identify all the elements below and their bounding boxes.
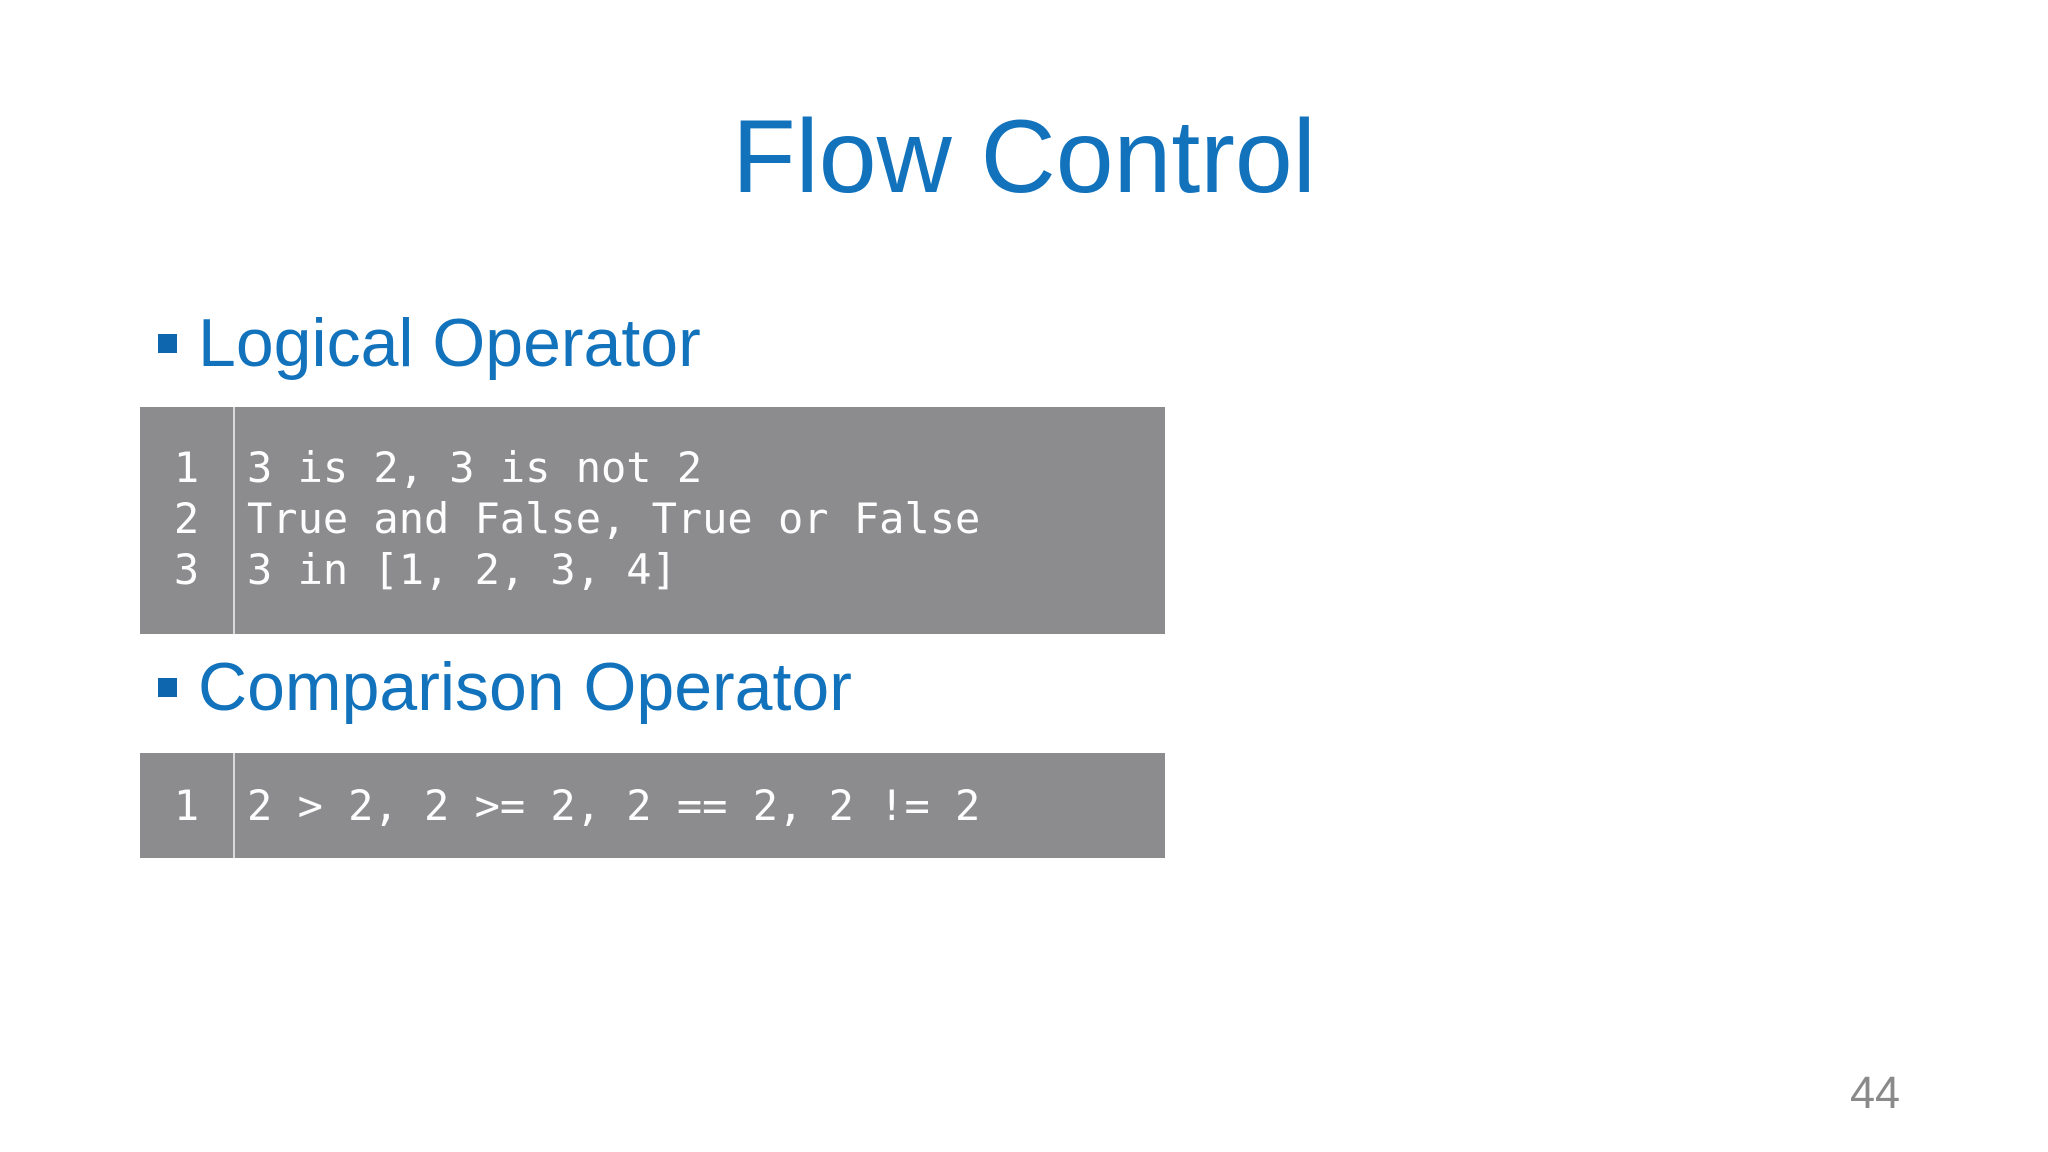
code-text: True and False, True or False (247, 494, 981, 543)
code-line: 1 2 > 2, 2 >= 2, 2 == 2, 2 != 2 (140, 780, 1165, 831)
code-block-comparison-operator: 1 2 > 2, 2 >= 2, 2 == 2, 2 != 2 (140, 753, 1165, 858)
line-number: 3 (173, 545, 200, 594)
code-block-logical-operator: 1 3 is 2, 3 is not 2 2 True and False, T… (140, 407, 1165, 634)
line-number: 1 (173, 781, 200, 830)
code-line: 3 3 in [1, 2, 3, 4] (140, 544, 1165, 595)
code-text: 3 in [1, 2, 3, 4] (247, 545, 677, 594)
square-bullet-icon (158, 333, 177, 353)
bullet-label-logical-operator: Logical Operator (198, 305, 701, 381)
line-number: 1 (173, 443, 200, 492)
code-text: 3 is 2, 3 is not 2 (247, 443, 703, 492)
code-text: 2 > 2, 2 >= 2, 2 == 2, 2 != 2 (247, 781, 981, 830)
bullet-label-comparison-operator: Comparison Operator (198, 649, 852, 725)
square-bullet-icon (158, 677, 177, 697)
code-line: 1 3 is 2, 3 is not 2 (140, 442, 1165, 493)
line-number: 2 (173, 494, 200, 543)
bullet-item-comparison-operator: Comparison Operator (158, 644, 852, 730)
page-number: 44 (1849, 1067, 1900, 1118)
bullet-item-logical-operator: Logical Operator (158, 300, 701, 386)
code-line: 2 True and False, True or False (140, 493, 1165, 544)
slide-title: Flow Control (732, 99, 1316, 215)
